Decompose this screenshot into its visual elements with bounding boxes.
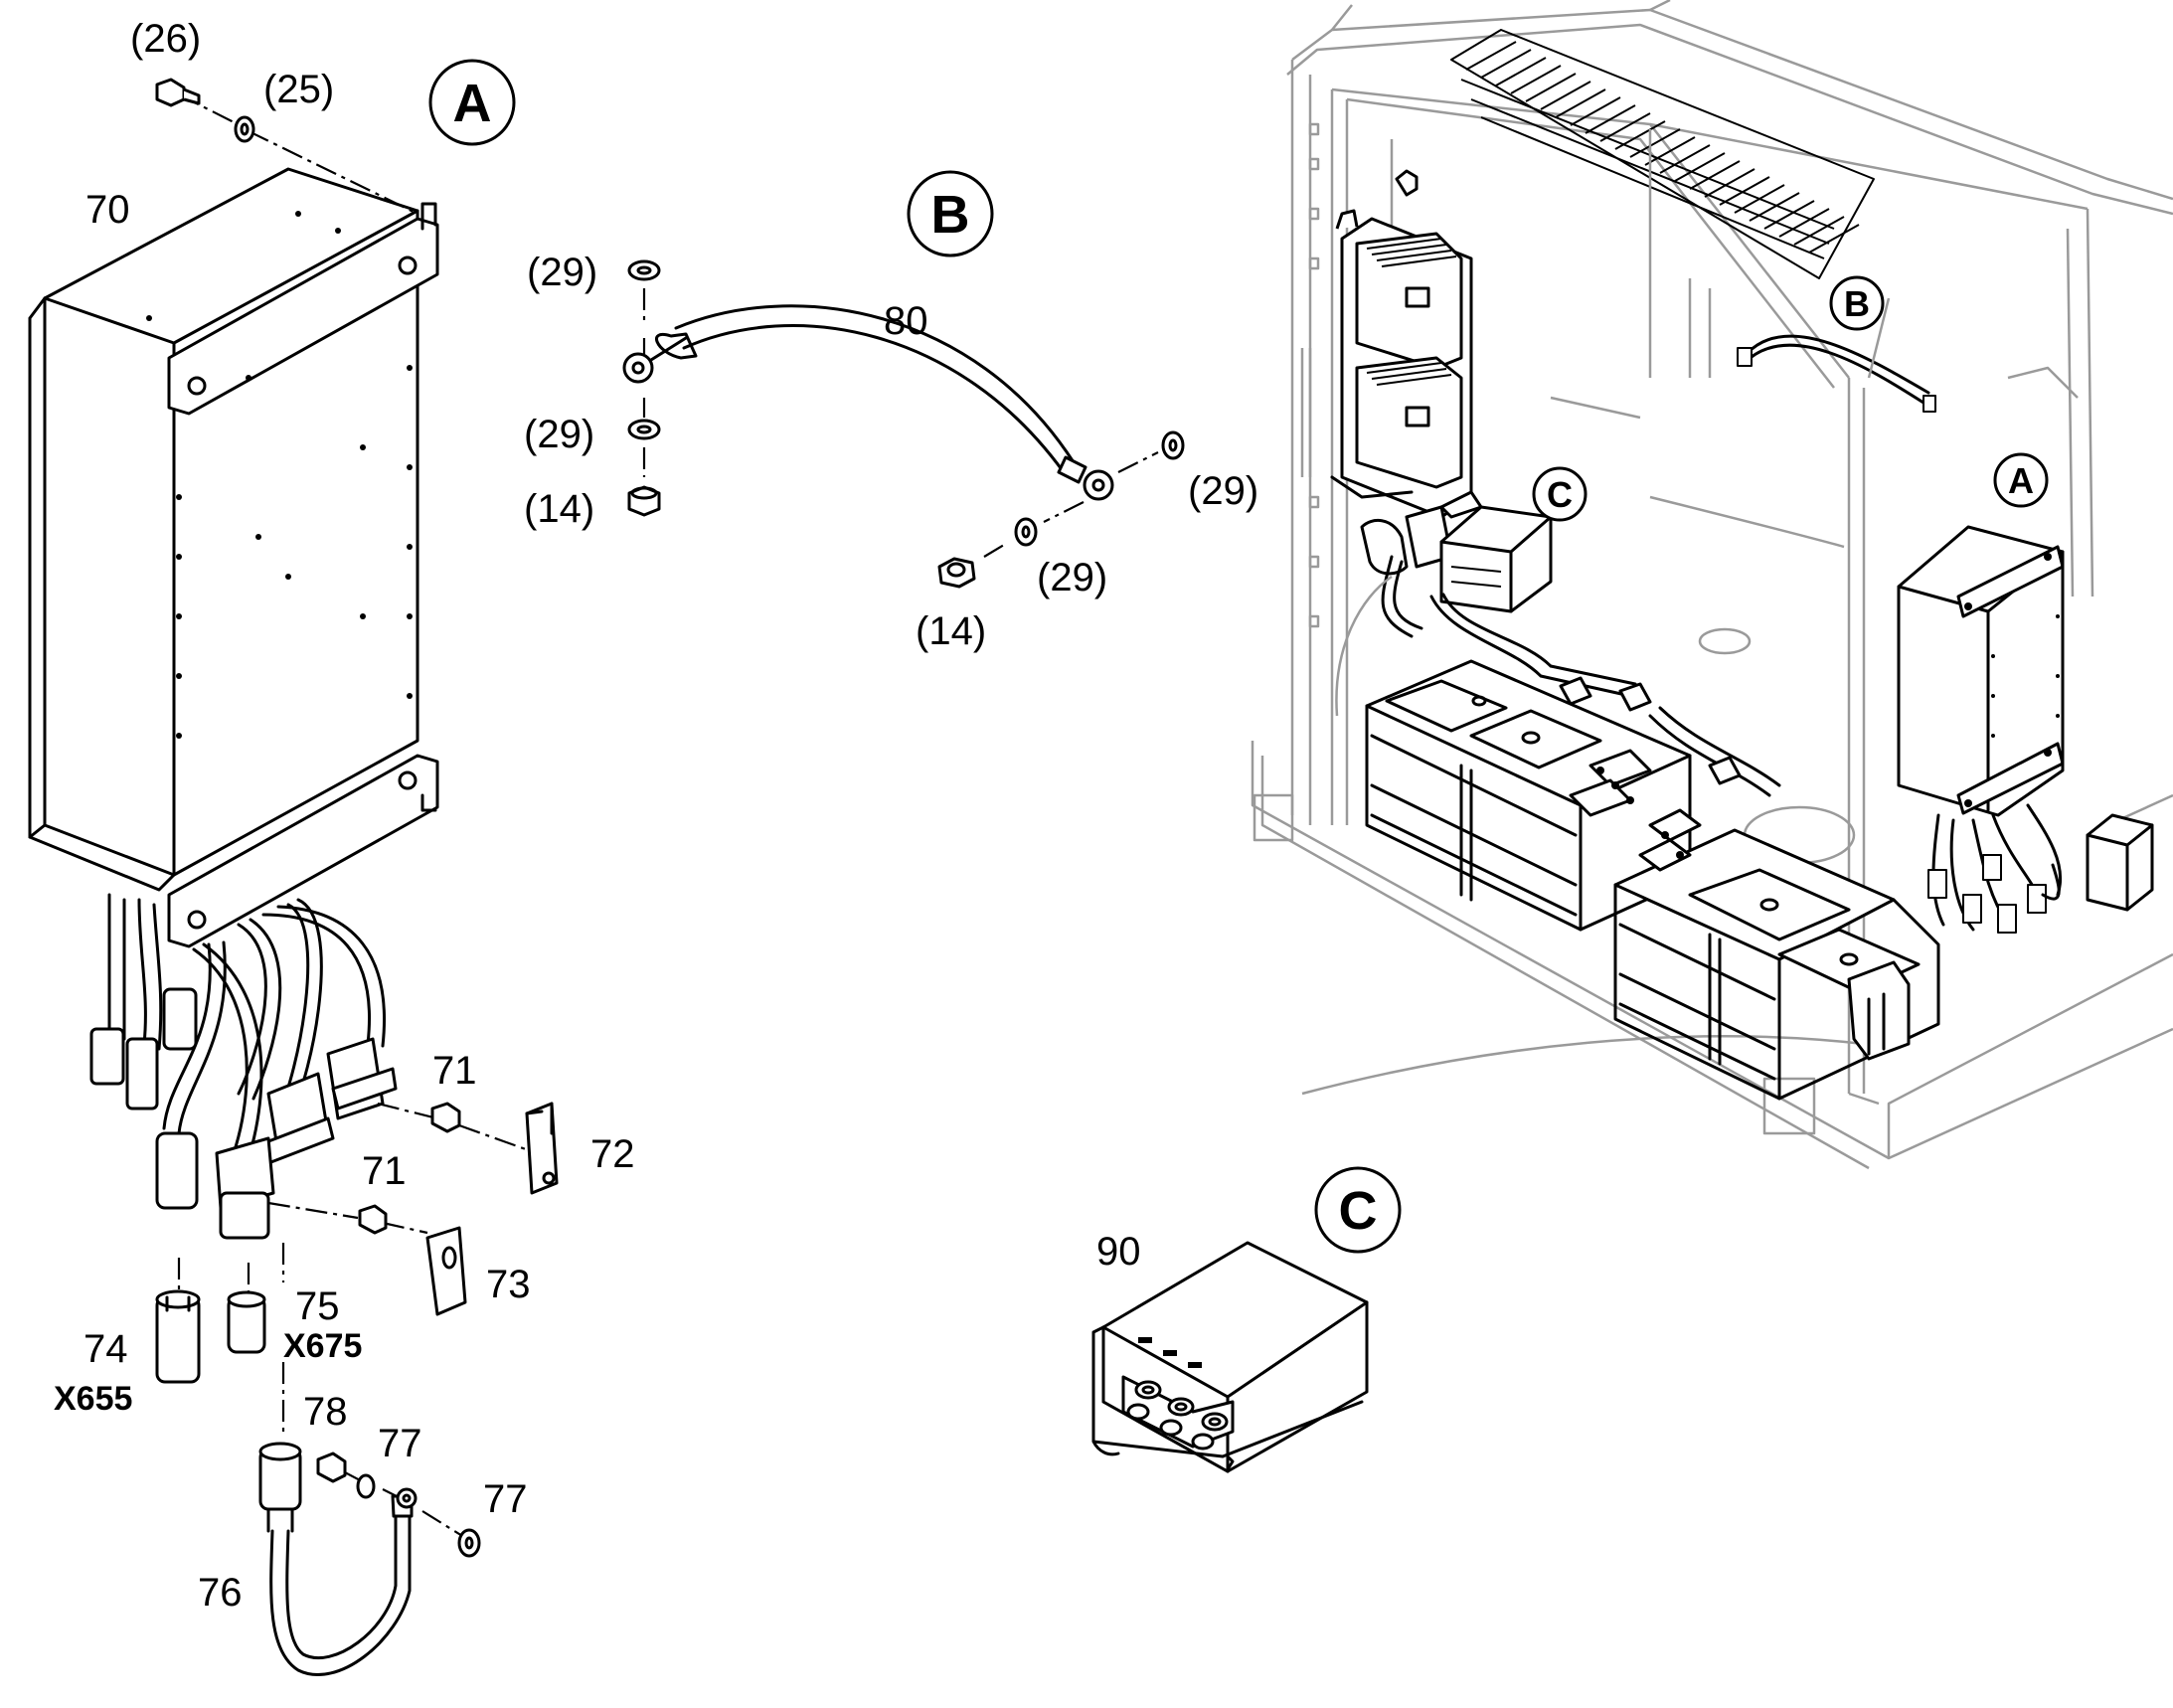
label-71-upper: 71 <box>432 1049 477 1093</box>
label-29-mid: (29) <box>524 413 594 456</box>
label-80: 80 <box>884 299 928 343</box>
label-29-right: (29) <box>1188 469 1258 513</box>
label-26: (26) <box>130 17 201 61</box>
washer-77 <box>356 1473 376 1499</box>
label-78: 78 <box>303 1390 348 1434</box>
harness-connectors <box>89 987 398 1240</box>
label-14-left: (14) <box>524 487 594 531</box>
label-73: 73 <box>486 1263 531 1306</box>
bolt-26 <box>155 78 201 107</box>
nut-78 <box>316 1452 347 1483</box>
label-70: 70 <box>85 188 130 232</box>
plug-74 <box>155 1289 201 1384</box>
callout-c-main: C <box>1532 466 1588 522</box>
module-terminals <box>1121 1337 1235 1451</box>
box-rivets <box>146 211 413 739</box>
machine-frame-view <box>1251 0 2173 1170</box>
screw-71 <box>358 1102 461 1235</box>
washer-29-right <box>1161 430 1185 460</box>
label-76: 76 <box>198 1571 243 1615</box>
perforated-panel <box>1450 29 1875 279</box>
plug-75 <box>227 1290 266 1354</box>
label-90: 90 <box>1096 1230 1141 1274</box>
view-b-ground-cable <box>622 259 1185 589</box>
view-c-marker: C <box>1314 1166 1402 1254</box>
label-25: (25) <box>263 68 334 111</box>
label-75: 75 <box>295 1284 340 1328</box>
clip-73 <box>425 1226 467 1316</box>
battery-1 <box>1365 659 1692 932</box>
label-x655: X655 <box>54 1380 132 1418</box>
label-72: 72 <box>590 1132 635 1176</box>
battery-2 <box>1613 808 1940 1101</box>
washer-29-top <box>627 259 661 281</box>
washer-29-lower <box>627 419 661 440</box>
control-box-mini <box>1897 525 2065 934</box>
clip-72 <box>525 1102 559 1195</box>
view-b-letter: B <box>931 185 970 245</box>
label-29-top: (29) <box>527 251 597 294</box>
view-c-letter: C <box>1339 1181 1378 1241</box>
callout-c-letter: C <box>1547 474 1573 515</box>
label-74: 74 <box>84 1327 128 1371</box>
washer-77-b <box>457 1528 481 1558</box>
view-a-letter: A <box>453 74 492 133</box>
cable-76 <box>258 1442 418 1676</box>
harness-cables <box>107 893 386 1160</box>
label-x675: X675 <box>283 1327 362 1365</box>
callout-a-main: A <box>1993 452 2049 508</box>
label-71-lower: 71 <box>362 1149 407 1193</box>
label-29-right-lower: (29) <box>1037 556 1107 599</box>
label-77-lower: 77 <box>483 1477 528 1521</box>
view-a-control-box <box>28 78 559 1676</box>
washer-29-right-lower <box>1014 517 1038 547</box>
callout-a-letter: A <box>2008 460 2034 501</box>
view-b-marker: B <box>907 170 994 257</box>
callout-b-letter: B <box>1844 283 1870 324</box>
washer-25 <box>234 115 255 143</box>
label-77-upper: 77 <box>378 1422 422 1465</box>
callout-b-main: B <box>1829 275 1885 331</box>
nut-14-right <box>937 557 976 589</box>
view-a-marker: A <box>428 59 516 146</box>
view-c-module <box>1091 1241 1369 1473</box>
label-14-right: (14) <box>916 609 986 653</box>
